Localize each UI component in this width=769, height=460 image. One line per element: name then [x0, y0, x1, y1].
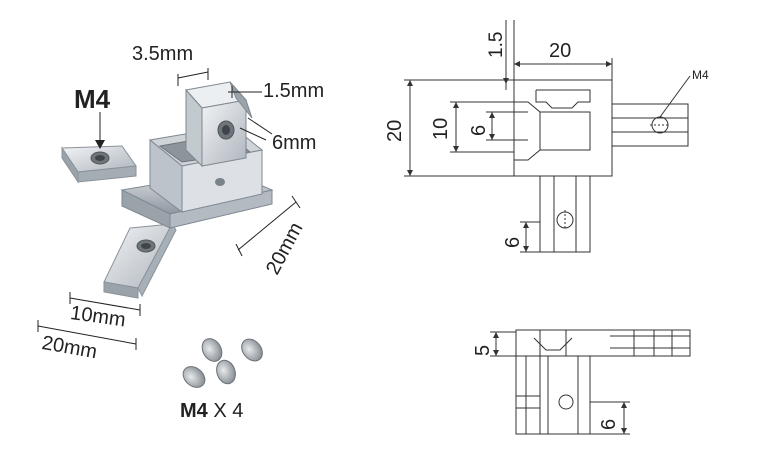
screws-caption: M4 X 4: [180, 400, 243, 423]
screw: [216, 359, 236, 385]
dim-3-5mm: 3.5mm: [132, 43, 194, 65]
left-arm: [61, 145, 137, 184]
screws-caption-count: X 4: [207, 400, 244, 422]
top-view-body: [513, 79, 613, 177]
drawing-dim-5: 5: [472, 344, 494, 356]
screws-caption-bold: M4: [180, 400, 208, 422]
front-view-body: [515, 329, 691, 357]
screw: [182, 366, 206, 388]
screw: [241, 338, 263, 362]
thread-label-m4: M4: [74, 84, 111, 114]
top-view-bottom-arm: [539, 175, 591, 253]
grub-screws: [182, 338, 263, 388]
screw: [201, 338, 223, 362]
drawing-thread-label: M4: [692, 68, 709, 82]
dim-6mm: 6mm: [272, 132, 317, 154]
bracket-body: [120, 81, 274, 229]
drawing-dim-20-left: 20: [384, 119, 406, 142]
bottom-arm: [103, 223, 177, 299]
dim-1-5mm: 1.5mm: [263, 80, 325, 102]
drawing-dim-6-front: 6: [598, 418, 620, 430]
front-view-column: [515, 355, 591, 435]
photo-dimension-lines: [37, 68, 301, 350]
drawing-dim-10: 10: [430, 117, 452, 140]
drawing-dim-20-top: 20: [549, 40, 572, 62]
drawing-dim-6-bottom: 6: [502, 236, 524, 248]
drawing-dim-1-5: 1.5: [486, 31, 507, 58]
top-view-right-arm: [611, 103, 689, 147]
drawing-dim-6-inner: 6: [468, 124, 490, 136]
